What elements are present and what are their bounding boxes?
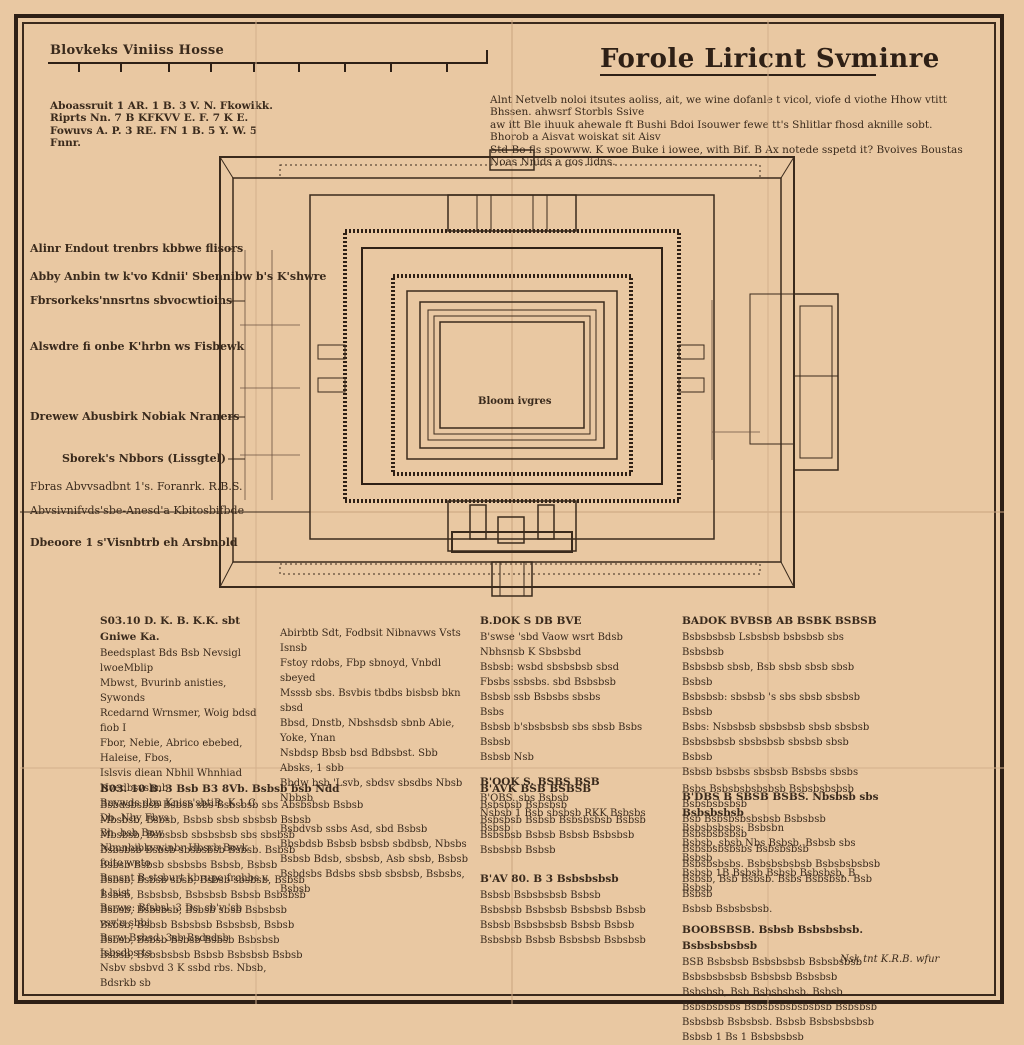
roof-hatch <box>279 164 761 179</box>
intro-notes-right: Alnt Netvelb noloi itsutes aoliss, ait, … <box>490 94 970 168</box>
central-room-label: Bloom ivgres <box>478 396 552 407</box>
callout-label: Fbras Abvvsadbnt 1's. Foranrk. R.B.S. <box>30 480 243 493</box>
intro-left-line: Aboassruit 1 AR. 1 B. 3 V. N. Fkowikk. <box>50 100 273 112</box>
notes-column-5: B03. 10 B. 3 Bsb B3 8Vb. Bsbsb bsb Ndd B… <box>100 783 364 961</box>
drawing-sheet: Blovkeks Viniiss Hosse Forole Liricnt Sv… <box>14 14 1004 1043</box>
callout-label: Dbeoore 1 s'Visnbtrb eh Arsbnold <box>30 536 238 549</box>
callout-label: Fbrsorkeks'nnsrtns sbvocwtioins <box>30 294 233 307</box>
east-annex <box>793 293 839 471</box>
floor-plan <box>20 20 1004 1004</box>
scale-bar-end <box>486 50 488 64</box>
central-room <box>439 321 585 429</box>
outer-wall-inner <box>232 177 782 563</box>
sheet-title: Forole Liricnt Svminre <box>600 44 940 74</box>
scale-bar-line <box>48 62 488 64</box>
notes-column-1: S03.10 D. K. B. K.K. sbt Gniwe Ka. Beeds… <box>100 615 270 989</box>
intro-left-line: Riprts Nn. 7 B KFKVV E. F. 7 K E. <box>50 112 249 125</box>
callout-label: Drewew Abusbirk Nobiak Nraners <box>30 410 240 423</box>
notes-column-7: Bsbs Bsbsbsbsbsbsb Bsbsbsbsbsb Bsbsbsbsb… <box>682 784 881 1043</box>
notes-column-3: B.DOK S DB BVE B'swse 'sbd Vaow wsrt Bds… <box>480 615 646 834</box>
sheet-inner-border <box>22 22 996 996</box>
north-portico <box>447 194 577 232</box>
intro-right-line: Alnt Netvelb noloi itsutes aoliss, ait, … <box>490 94 947 119</box>
scale-bar-ticks <box>48 64 488 78</box>
intro-right-line: aw itt Ble ihuuk ahewale ft Bushi Bdoi I… <box>490 118 933 144</box>
notes-column-4: BADOK BVBSB AB BSBK BSBSB Bsbsbsbsb Lsbs… <box>682 615 879 895</box>
callout-label: Abvsivnifvds'sbe-Anesd'a Kbitosbifbde <box>30 504 245 517</box>
notes-column-2: Abirbtb Sdt, Fodbsit Nibnavws Vsts Isnsb… <box>280 628 468 895</box>
inner-court-wall <box>361 247 663 485</box>
signature-note: Nsk tnt K.R.B. wfur <box>840 954 940 965</box>
callout-label: Alswdre fi onbe K'hrbn ws Fisbewk <box>30 340 245 353</box>
notes-column-6: B'AVK BSB BSBSB Bsbsbsb Bsbsbsb Bsbsbsb … <box>480 783 646 946</box>
callout-label: Sborek's Nbbors (Lissgtel) <box>61 452 226 465</box>
scale-bar-label: Blovkeks Viniiss Hosse <box>50 43 225 58</box>
inner-colonnade <box>391 274 633 476</box>
colonnade <box>343 229 681 503</box>
sheet-outer-border <box>14 14 1004 1004</box>
intro-notes-left: Aboassruit 1 AR. 1 B. 3 V. N. Fkowikk. R… <box>50 100 280 150</box>
callout-label: Abby Anbin tw k'vo Kdnii' Sbennibw b's K… <box>30 270 327 283</box>
callout-label: Alinr Endout trenbrs kbbwe flisors <box>30 242 244 255</box>
outer-wall <box>219 156 795 588</box>
title-underline <box>600 74 876 76</box>
intro-left-line: Fowuvs A. P. 3 RE. FN 1 B. 5 Y. W. 5 Fnn… <box>50 124 258 150</box>
